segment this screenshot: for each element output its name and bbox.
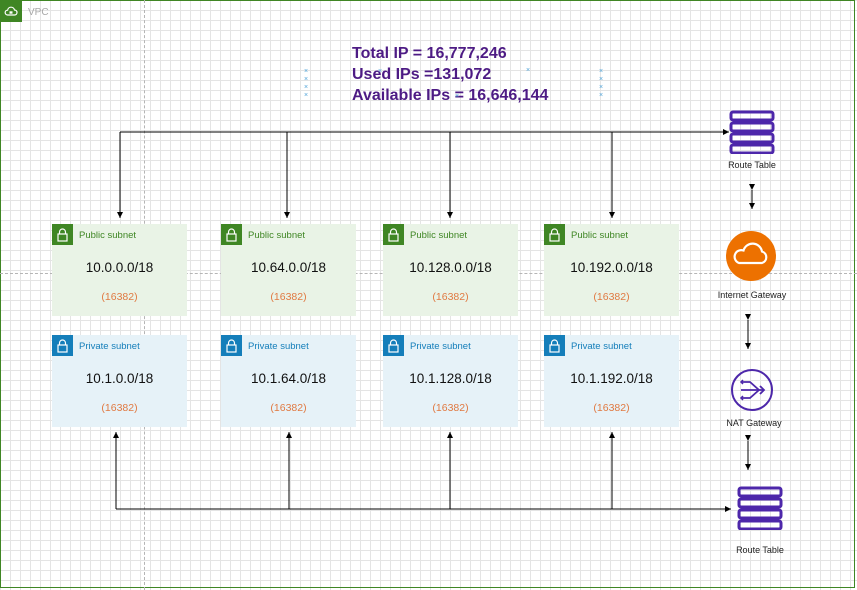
subnet-ip-count: (16382) bbox=[432, 402, 469, 414]
public-subnet-2[interactable]: Public subnet 10.64.0.0/18 (16382) bbox=[221, 224, 356, 316]
public-subnet-4[interactable]: Public subnet 10.192.0.0/18 (16382) bbox=[544, 224, 679, 316]
public-subnet-1[interactable]: Public subnet 10.0.0.0/18 (16382) bbox=[52, 224, 187, 316]
subnet-ip-count: (16382) bbox=[593, 291, 630, 303]
subnet-cidr: 10.128.0.0/18 bbox=[409, 260, 492, 275]
subnet-title: Public subnet bbox=[79, 230, 137, 241]
available-ip-text: Available IPs = 16,646,144 bbox=[352, 87, 549, 104]
subnet-cidr: 10.1.0.0/18 bbox=[85, 371, 154, 386]
nat-gateway-icon[interactable] bbox=[730, 368, 774, 412]
subnet-ip-count: (16382) bbox=[101, 402, 138, 414]
subnet-ip-count: (16382) bbox=[593, 402, 630, 414]
cross-marks: × bbox=[526, 67, 531, 74]
cross-marks: × bbox=[378, 68, 383, 75]
subnet-cidr: 10.0.0.0/18 bbox=[85, 260, 154, 275]
subnet-title: Private subnet bbox=[410, 341, 471, 352]
subnet-title: Private subnet bbox=[79, 341, 140, 352]
total-ip-text: Total IP = 16,777,246 bbox=[352, 45, 507, 62]
nat-gateway-label: NAT Gateway bbox=[726, 418, 782, 428]
subnet-ip-count: (16382) bbox=[101, 291, 138, 303]
internet-gateway-icon[interactable] bbox=[726, 231, 776, 281]
private-subnet-3[interactable]: Private subnet 10.1.128.0/18 (16382) bbox=[383, 335, 518, 427]
private-subnet-1[interactable]: Private subnet 10.1.0.0/18 (16382) bbox=[52, 335, 187, 427]
lock-icon bbox=[544, 335, 565, 356]
vpc-label: VPC bbox=[28, 7, 49, 18]
subnet-cidr: 10.1.64.0/18 bbox=[250, 371, 327, 386]
subnet-cidr: 10.64.0.0/18 bbox=[250, 260, 327, 275]
route-table-bottom-label: Route Table bbox=[736, 545, 784, 555]
cross-marks: ×××× bbox=[304, 68, 309, 99]
ip-stats: Total IP = 16,777,246 Used IPs =131,072 … bbox=[352, 43, 548, 106]
subnet-ip-count: (16382) bbox=[270, 291, 307, 303]
lock-icon bbox=[52, 335, 73, 356]
subnet-ip-count: (16382) bbox=[432, 291, 469, 303]
private-subnet-4[interactable]: Private subnet 10.1.192.0/18 (16382) bbox=[544, 335, 679, 427]
cross-marks: × bbox=[455, 93, 460, 100]
subnet-title: Public subnet bbox=[571, 230, 629, 241]
lock-icon bbox=[221, 335, 242, 356]
subnet-title: Public subnet bbox=[410, 230, 468, 241]
subnet-cidr: 10.1.128.0/18 bbox=[409, 371, 492, 386]
lock-icon bbox=[52, 224, 73, 245]
vpc-cloud-icon bbox=[0, 0, 22, 22]
subnet-cidr: 10.192.0.0/18 bbox=[570, 260, 653, 275]
internet-gateway-label: Internet Gateway bbox=[717, 290, 787, 300]
subnet-title: Private subnet bbox=[248, 341, 309, 352]
used-ip-text: Used IPs =131,072 bbox=[352, 66, 492, 83]
cross-marks: ×××× bbox=[599, 68, 604, 99]
lock-icon bbox=[221, 224, 242, 245]
private-subnet-2[interactable]: Private subnet 10.1.64.0/18 (16382) bbox=[221, 335, 356, 427]
lock-icon bbox=[383, 224, 404, 245]
public-subnet-3[interactable]: Public subnet 10.128.0.0/18 (16382) bbox=[383, 224, 518, 316]
route-table-icon[interactable] bbox=[737, 486, 783, 530]
lock-icon bbox=[383, 335, 404, 356]
route-table-top-label: Route Table bbox=[728, 160, 776, 170]
lock-icon bbox=[544, 224, 565, 245]
subnet-cidr: 10.1.192.0/18 bbox=[570, 371, 653, 386]
subnet-title: Public subnet bbox=[248, 230, 306, 241]
subnet-title: Private subnet bbox=[571, 341, 632, 352]
subnet-ip-count: (16382) bbox=[270, 402, 307, 414]
route-table-icon[interactable] bbox=[729, 110, 775, 154]
